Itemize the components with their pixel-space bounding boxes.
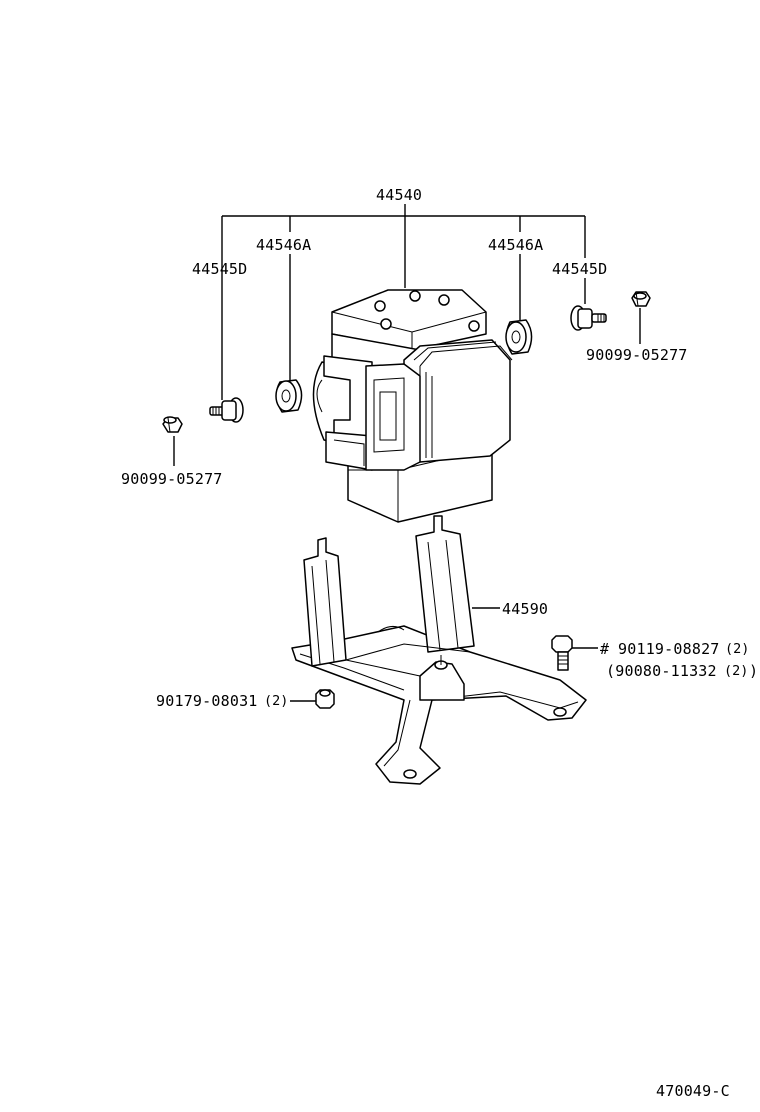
label-bracket-nut-qty: (2) [264, 693, 289, 709]
stud-right-part [570, 305, 607, 331]
label-bolt-alt: (90080-11332 [606, 662, 717, 680]
bolt-part [551, 635, 573, 671]
label-cushion-right: 44546A [488, 236, 544, 254]
label-nut-left: 90099-05277 [121, 470, 223, 488]
label-cushion-left: 44546A [256, 236, 312, 254]
leader-lines [173, 204, 641, 702]
label-stud-right: 44545D [552, 260, 608, 278]
label-stud-left: 44545D [192, 260, 248, 278]
stud-left-part [209, 397, 244, 423]
label-actuator: 44540 [376, 186, 423, 204]
cushion-left-part [275, 379, 303, 413]
nut-right-part [631, 291, 651, 307]
cushion-right-part [505, 319, 533, 355]
label-bolt-marker: # [600, 640, 610, 658]
label-nut-right: 90099-05277 [586, 346, 688, 364]
actuator-part [312, 289, 513, 523]
bracket-part [291, 515, 587, 785]
label-bolt-alt-close: ) [749, 662, 759, 680]
label-bolt-main: 90119-08827 [618, 640, 720, 658]
nut-left-part [162, 416, 183, 433]
label-bracket: 44590 [502, 600, 549, 618]
label-bolt-alt-qty: (2) [724, 663, 749, 679]
label-bolt-main-qty: (2) [725, 641, 750, 657]
label-bracket-nut: 90179-08031 [156, 692, 258, 710]
bracket-nut-part [315, 689, 335, 709]
diagram-code: 470049-C [656, 1082, 730, 1100]
